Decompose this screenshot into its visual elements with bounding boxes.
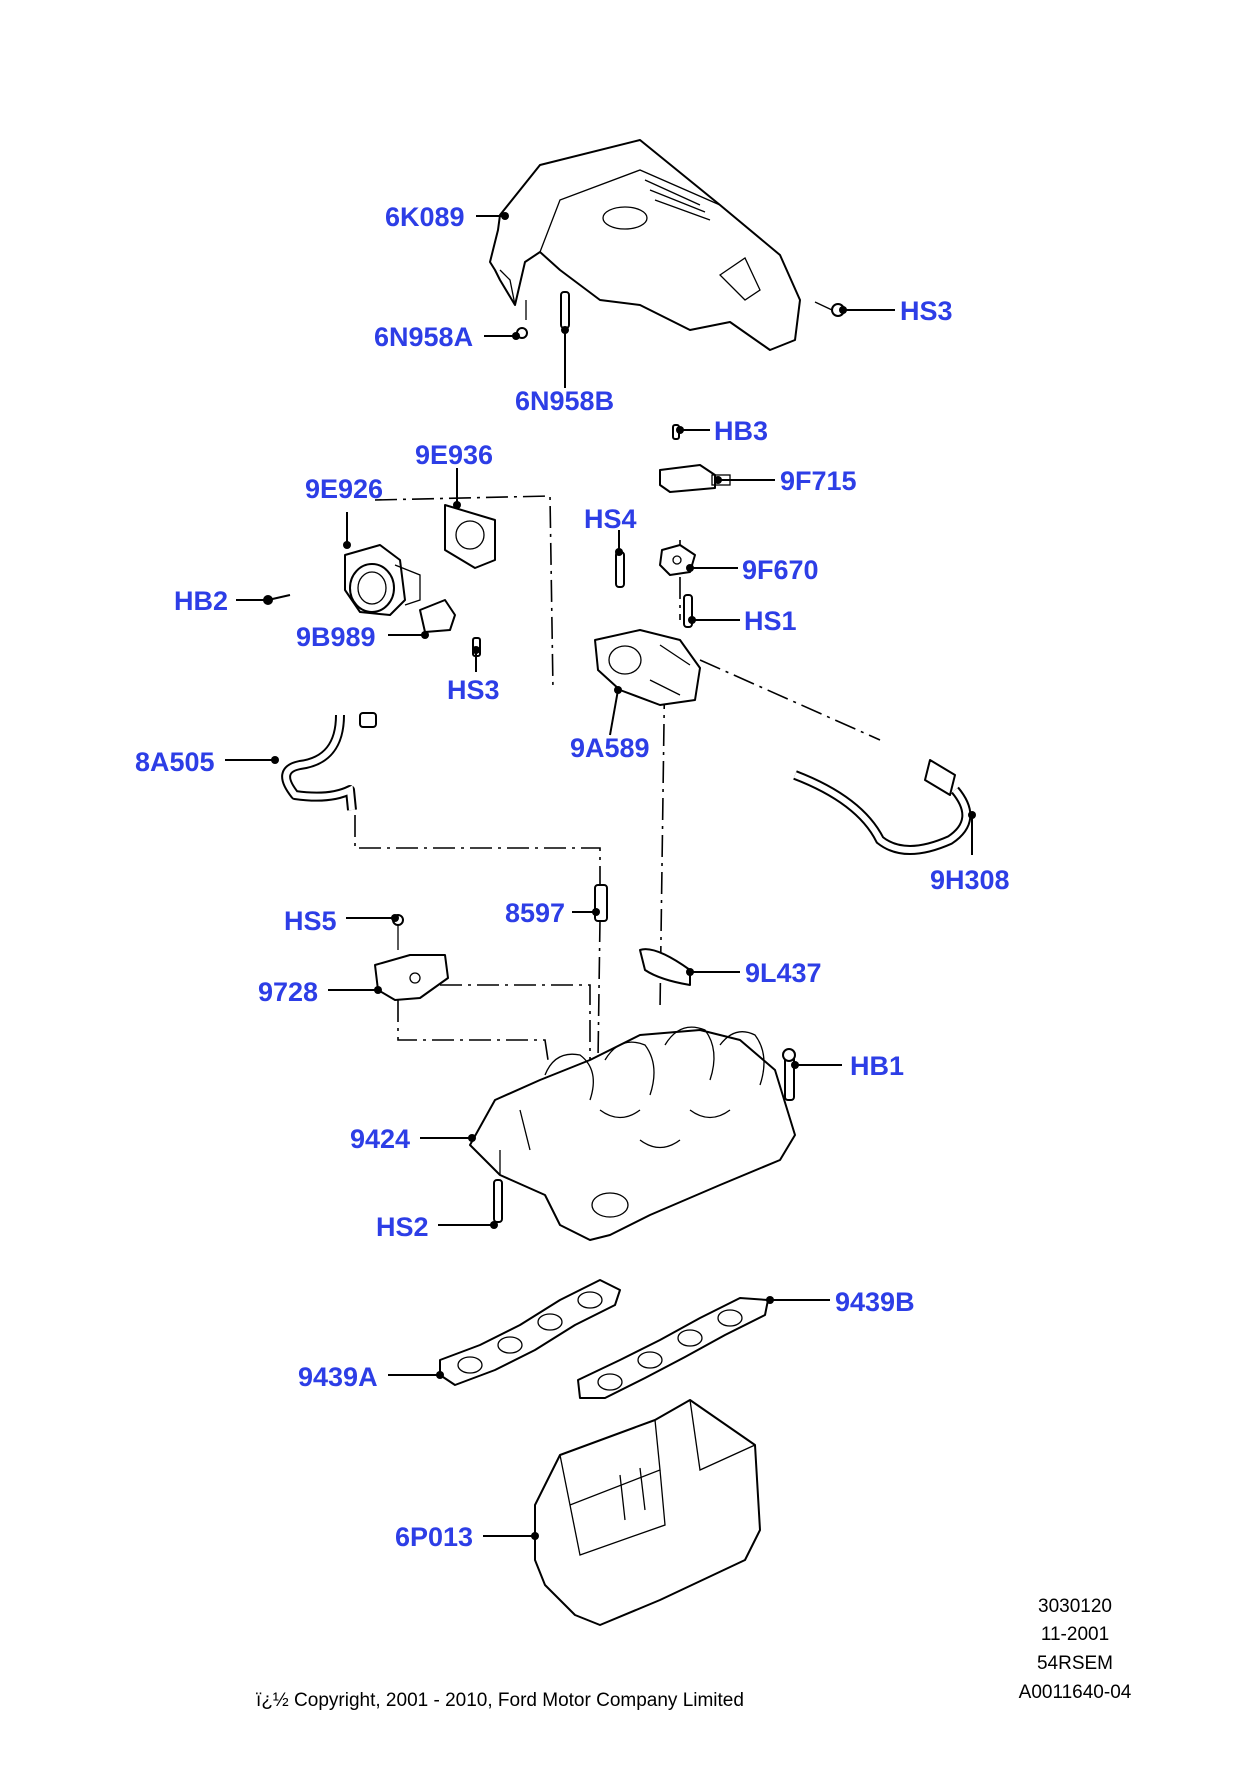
reference-code-3: A0011640-04 xyxy=(1018,1682,1132,1703)
assembly-guide-lines xyxy=(354,495,881,1061)
valley-pan-6P013[interactable] xyxy=(534,1399,761,1626)
hose-8A505[interactable] xyxy=(281,712,377,811)
callout-9E936[interactable]: 9E936 xyxy=(415,440,493,470)
reference-code-2: 54RSEM xyxy=(1036,1653,1114,1674)
bolt-HS4[interactable] xyxy=(615,551,625,588)
engine-cover-6K089[interactable] xyxy=(489,139,801,351)
callout-9F715[interactable]: 9F715 xyxy=(780,466,857,496)
callout-6N958B[interactable]: 6N958B xyxy=(515,386,614,416)
bolt-HB1[interactable] xyxy=(782,1048,796,1101)
callout-9439A[interactable]: 9439A xyxy=(298,1362,378,1392)
stud-6N958B[interactable] xyxy=(560,291,570,329)
callout-9439B[interactable]: 9439B xyxy=(835,1287,915,1317)
callout-labels: 6K089 6N958A 6N958B HS3 HB3 9E936 9E926 … xyxy=(135,202,1010,1552)
callout-6K089[interactable]: 6K089 xyxy=(385,202,465,232)
bracket-9728[interactable] xyxy=(374,954,449,1001)
sensor-9B989[interactable] xyxy=(419,599,456,633)
sensor-9F715[interactable] xyxy=(659,464,731,493)
callout-8597[interactable]: 8597 xyxy=(505,898,565,928)
gasket-9L437[interactable] xyxy=(639,948,691,986)
callout-HS5[interactable]: HS5 xyxy=(284,906,337,936)
bolt-HS2[interactable] xyxy=(493,1179,503,1223)
gasket-9439A[interactable] xyxy=(439,1279,621,1386)
callout-9H308[interactable]: 9H308 xyxy=(930,865,1010,895)
callout-HS3-top[interactable]: HS3 xyxy=(900,296,953,326)
callout-9424[interactable]: 9424 xyxy=(350,1124,410,1154)
callout-9B989[interactable]: 9B989 xyxy=(296,622,376,652)
callout-9L437[interactable]: 9L437 xyxy=(745,958,822,988)
callout-9A589[interactable]: 9A589 xyxy=(570,733,650,763)
leader-lines xyxy=(225,212,976,1540)
callout-HS1[interactable]: HS1 xyxy=(744,606,797,636)
hose-9H308[interactable] xyxy=(793,759,972,855)
callout-HS4[interactable]: HS4 xyxy=(584,504,637,534)
reference-date: 11-2001 xyxy=(1040,1624,1110,1645)
callout-8A505[interactable]: 8A505 xyxy=(135,747,215,777)
callout-9E926[interactable]: 9E926 xyxy=(305,474,383,504)
callout-6N958A[interactable]: 6N958A xyxy=(374,322,473,352)
callout-HB3[interactable]: HB3 xyxy=(714,416,768,446)
reference-code-1: 3030120 xyxy=(1038,1596,1112,1617)
gasket-9439B[interactable] xyxy=(577,1297,769,1399)
callout-HB2[interactable]: HB2 xyxy=(174,586,228,616)
callout-6P013[interactable]: 6P013 xyxy=(395,1522,473,1552)
screw-6N958A[interactable] xyxy=(516,300,528,339)
throttle-body-9E926[interactable] xyxy=(344,544,421,616)
throttle-adapter-9A589[interactable] xyxy=(594,629,701,706)
gasket-9E936[interactable] xyxy=(444,504,496,569)
copyright-notice: ï¿½ Copyright, 2001 - 2010, Ford Motor C… xyxy=(256,1690,744,1711)
intake-manifold-9424[interactable] xyxy=(469,1026,796,1241)
callout-9728[interactable]: 9728 xyxy=(258,977,318,1007)
callout-9F670[interactable]: 9F670 xyxy=(742,555,819,585)
callout-HS3-mid[interactable]: HS3 xyxy=(447,675,500,705)
callout-HS2[interactable]: HS2 xyxy=(376,1212,429,1242)
callout-HB1[interactable]: HB1 xyxy=(850,1051,904,1081)
